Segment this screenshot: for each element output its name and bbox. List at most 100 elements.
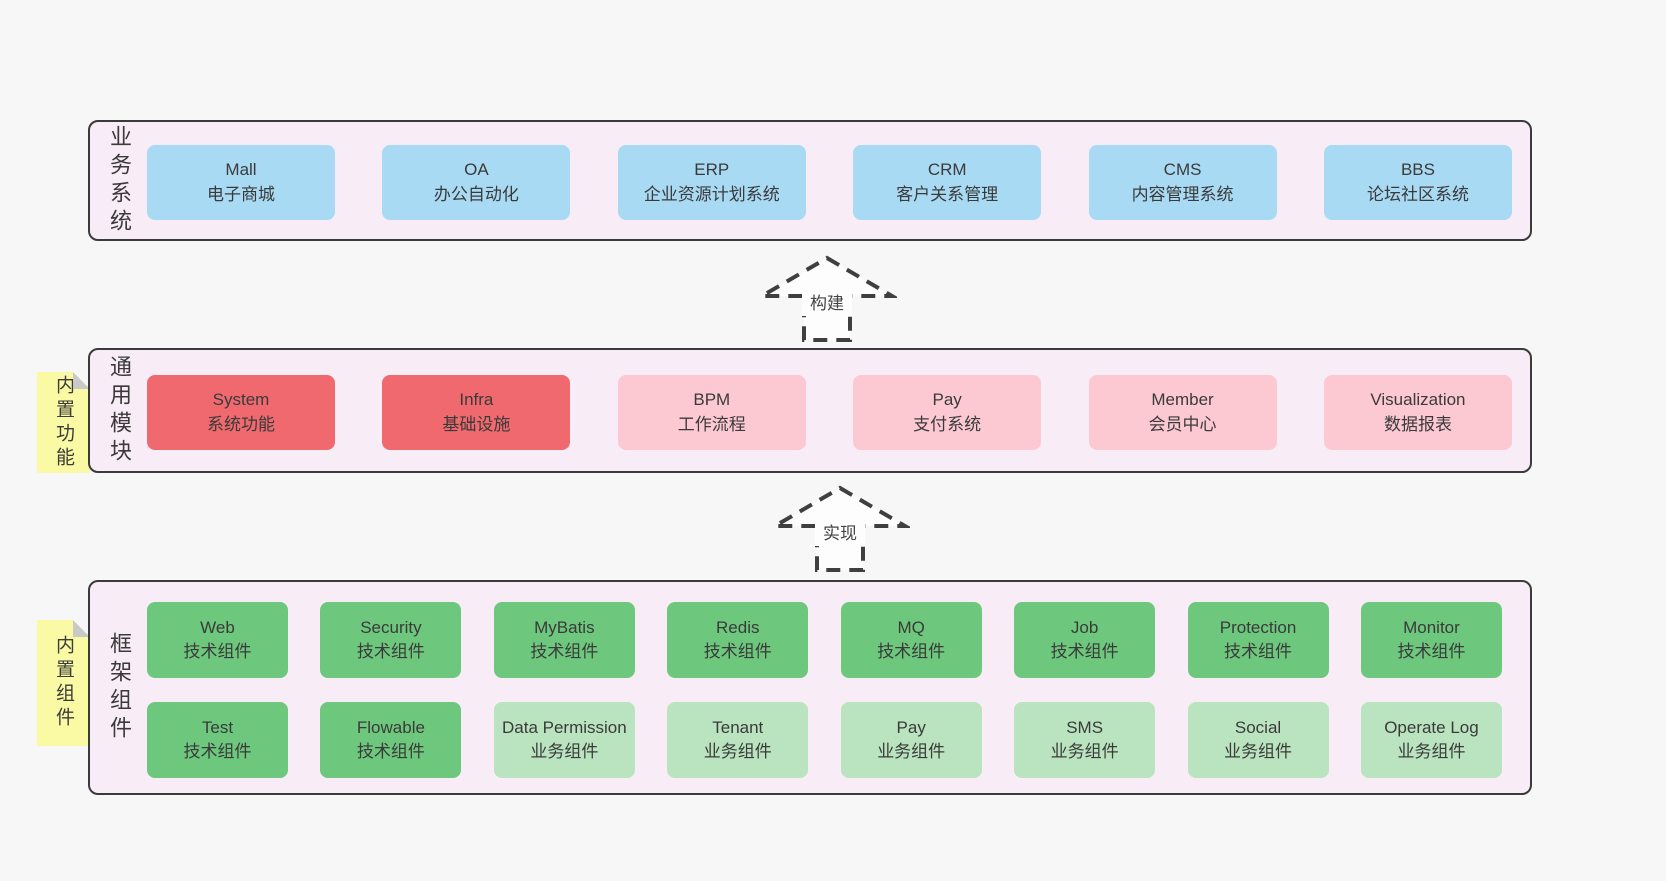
box-subtitle: 论坛社区系统 [1366,184,1469,204]
box-title: System [212,390,270,410]
box-title: Redis [716,617,760,637]
box-title: CRM [927,160,967,180]
box-test: Test 技术组件 [147,702,288,778]
box-subtitle: 办公自动化 [433,184,519,204]
box-web: Web 技术组件 [147,602,288,678]
box-subtitle: 工作流程 [677,414,746,434]
box-mybatis: MyBatis 技术组件 [493,602,635,678]
box-subtitle: 内容管理系统 [1131,184,1234,204]
box-subtitle: 技术组件 [530,642,599,661]
panel-business-systems-label: 业务系统 [107,124,132,237]
box-title: Mall [225,160,257,180]
box-title: Social [1234,717,1282,737]
box-subtitle: 电子商城 [207,184,275,204]
box-subtitle: 技术组件 [1397,642,1466,661]
box-title: Operate Log [1384,717,1479,737]
panel-framework-components: 框架组件 Web 技术组件 Security 技术组件 MyBatis 技术组件… [88,580,1532,795]
box-title: Web [200,617,235,637]
box-title: Pay [932,390,962,410]
box-subtitle: 系统功能 [207,414,275,434]
box-subtitle: 数据报表 [1383,414,1452,434]
sticky-built-in-features-label: 内置功能 [53,374,74,471]
box-title: Flowable [356,717,425,737]
box-monitor: Monitor 技术组件 [1360,602,1502,678]
box-title: MyBatis [534,617,595,637]
box-title: CMS [1163,160,1202,180]
box-erp: ERP 企业资源计划系统 [617,145,806,220]
box-redis: Redis 技术组件 [667,602,809,678]
box-bbs: BBS 论坛社区系统 [1323,145,1512,220]
box-pay-component: Pay 业务组件 [840,702,982,778]
sticky-built-in-components-label: 内置组件 [53,635,74,731]
box-subtitle: 会员中心 [1148,414,1217,434]
box-title: BPM [693,390,731,410]
box-title: BBS [1400,160,1435,180]
sticky-built-in-features: 内置功能 [37,372,90,473]
box-visualization: Visualization 数据报表 [1323,375,1512,450]
box-title: Job [1070,617,1099,637]
box-data-permission: Data Permission 业务组件 [493,702,635,778]
box-subtitle: 技术组件 [356,742,425,761]
box-subtitle: 技术组件 [1224,642,1293,661]
box-system: System 系统功能 [147,375,335,450]
box-title: ERP [694,160,730,180]
panel-framework-components-label: 框架组件 [107,631,132,744]
panel-common-modules: 通用模块 System 系统功能 Infra 基础设施 BPM 工作流程 Pay… [88,348,1532,473]
box-operate-log: Operate Log 业务组件 [1360,702,1502,778]
box-security: Security 技术组件 [320,602,462,678]
box-subtitle: 客户关系管理 [896,184,999,204]
box-subtitle: 业务组件 [530,742,599,761]
box-subtitle: 支付系统 [913,414,982,434]
box-title: MQ [897,617,925,637]
box-protection: Protection 技术组件 [1187,602,1329,678]
box-subtitle: 技术组件 [1050,642,1119,661]
box-title: OA [464,160,489,180]
box-title: Pay [896,717,926,737]
box-title: Protection [1219,617,1297,637]
box-pay-module: Pay 支付系统 [853,375,1042,450]
build-arrow-icon: 构建 [757,255,897,342]
box-subtitle: 基础设施 [442,414,511,434]
build-arrow-label: 构建 [810,294,844,313]
box-job: Job 技术组件 [1014,602,1156,678]
box-infra: Infra 基础设施 [382,375,571,450]
implement-arrow-icon: 实现 [770,485,910,572]
box-subtitle: 业务组件 [1224,742,1293,761]
sticky-built-in-components: 内置组件 [37,620,90,746]
box-title: SMS [1066,717,1104,737]
box-subtitle: 技术组件 [183,742,252,761]
box-mq: MQ 技术组件 [840,602,982,678]
box-subtitle: 技术组件 [183,642,252,661]
box-crm: CRM 客户关系管理 [853,145,1042,220]
box-subtitle: 业务组件 [877,742,946,761]
box-subtitle: 业务组件 [1050,742,1119,761]
box-subtitle: 业务组件 [1397,742,1466,761]
box-oa: OA 办公自动化 [382,145,571,220]
box-flowable: Flowable 技术组件 [320,702,462,778]
box-title: Monitor [1403,617,1460,637]
panel-business-systems: 业务系统 Mall 电子商城 OA 办公自动化 ERP 企业资源计划系统 CRM… [88,120,1532,241]
box-title: Member [1151,390,1214,410]
box-member: Member 会员中心 [1088,375,1277,450]
common-modules-row: System 系统功能 Infra 基础设施 BPM 工作流程 Pay 支付系统… [147,375,1512,450]
box-title: Tenant [712,717,764,737]
box-title: Test [201,717,234,737]
implement-arrow-label: 实现 [823,524,857,543]
box-title: Data Permission [501,717,627,737]
panel-common-modules-label: 通用模块 [107,354,132,467]
box-cms: CMS 内容管理系统 [1088,145,1277,220]
business-systems-row: Mall 电子商城 OA 办公自动化 ERP 企业资源计划系统 CRM 客户关系… [147,145,1512,220]
box-subtitle: 技术组件 [877,642,946,661]
box-title: Infra [459,390,494,410]
box-subtitle: 技术组件 [356,642,425,661]
box-subtitle: 业务组件 [703,742,772,761]
box-mall: Mall 电子商城 [147,145,335,220]
box-subtitle: 技术组件 [703,642,772,661]
box-sms: SMS 业务组件 [1014,702,1156,778]
box-subtitle: 企业资源计划系统 [643,184,780,204]
framework-components-row-1: Web 技术组件 Security 技术组件 MyBatis 技术组件 Redi… [147,602,1502,678]
framework-components-row-2: Test 技术组件 Flowable 技术组件 Data Permission … [147,702,1502,778]
box-bpm: BPM 工作流程 [617,375,806,450]
box-tenant: Tenant 业务组件 [667,702,809,778]
